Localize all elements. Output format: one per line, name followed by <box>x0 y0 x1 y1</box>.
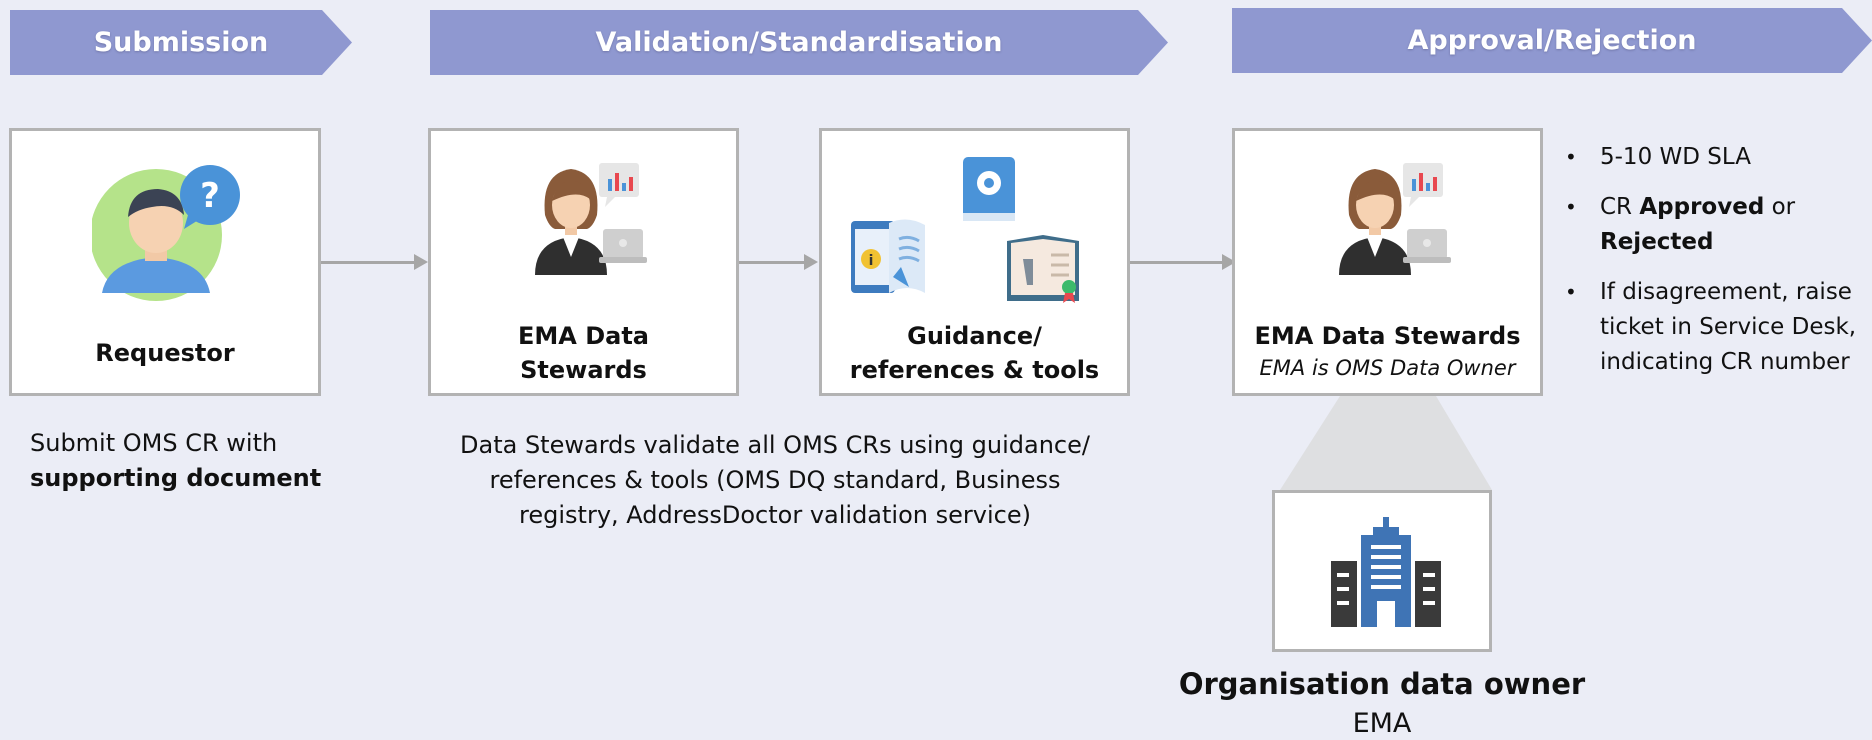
approval-stewards-title: EMA Data Stewards EMA is OMS Data Owner <box>1235 319 1540 383</box>
phase-submission-label: Submission <box>93 27 269 58</box>
bullet-disagreement-text: If disagreement, raise ticket in Service… <box>1600 279 1857 375</box>
guidance-title: Guidance/ references & tools <box>822 319 1127 387</box>
bullet-rejected: Rejected <box>1600 229 1714 255</box>
woman-steward-icon <box>535 163 647 275</box>
arrow-head-icon <box>804 254 818 270</box>
bullet-sla-text: 5-10 WD SLA <box>1600 144 1751 170</box>
building-icon <box>1331 517 1441 627</box>
phase-validation: Validation/Standardisation <box>430 10 1168 75</box>
stewards-card: EMA Data Stewards <box>428 128 739 396</box>
phase-validation-label: Validation/Standardisation <box>595 27 1003 58</box>
approval-title-text: EMA Data Stewards <box>1254 322 1521 350</box>
flow-arrow <box>1130 261 1228 264</box>
submit-description: Submit OMS CR with supporting document <box>30 426 390 496</box>
requestor-card: ? Requestor <box>9 128 321 396</box>
arrow-head-icon <box>414 254 428 270</box>
phase-approval: Approval/Rejection <box>1232 8 1872 73</box>
owner-name: EMA <box>1352 708 1412 739</box>
validate-description-line2: references & tools (OMS DQ standard, Bus… <box>489 466 1061 494</box>
phase-submission: Submission <box>10 10 352 75</box>
submit-description-line1: Submit OMS CR with <box>30 429 278 457</box>
person-question-icon: ? <box>92 165 240 301</box>
phase-approval-label: Approval/Rejection <box>1407 25 1697 56</box>
validate-description-line1: Data Stewards validate all OMS CRs using… <box>460 431 1090 459</box>
validate-description-line3: registry, AddressDoctor validation servi… <box>519 501 1031 529</box>
guidance-card: i Guidance/ references & tools <box>819 128 1130 396</box>
requestor-title: Requestor <box>95 339 235 367</box>
bullet-approved: Approved <box>1639 194 1765 220</box>
guidance-title-line2: references & tools <box>849 356 1100 384</box>
bullet-pre: CR <box>1600 194 1640 220</box>
stewards-title: EMA Data Stewards <box>431 319 736 387</box>
svg-text:i: i <box>869 253 874 269</box>
approval-stewards-card: EMA Data Stewards EMA is OMS Data Owner <box>1232 128 1543 396</box>
owner-title: Organisation data owner <box>1178 667 1586 701</box>
woman-steward-icon <box>1339 163 1451 275</box>
stewards-title-line1: EMA Data <box>518 322 649 350</box>
bullet-or: or <box>1764 194 1796 220</box>
validate-description: Data Stewards validate all OMS CRs using… <box>420 428 1130 533</box>
flow-arrow <box>739 261 806 264</box>
books-tools-icon: i <box>851 157 1079 303</box>
bullet-disagreement: If disagreement, raise ticket in Service… <box>1540 275 1872 380</box>
guidance-title-line1: Guidance/ <box>907 322 1042 350</box>
owner-connector <box>1280 396 1492 490</box>
approval-subtitle: EMA is OMS Data Owner <box>1259 356 1516 380</box>
flow-arrow <box>321 261 416 264</box>
bullet-sla: 5-10 WD SLA <box>1540 140 1872 175</box>
submit-description-bold: supporting document <box>30 464 322 492</box>
owner-card <box>1272 490 1492 652</box>
stewards-title-line2: Stewards <box>520 356 647 384</box>
svg-text:?: ? <box>200 176 220 216</box>
